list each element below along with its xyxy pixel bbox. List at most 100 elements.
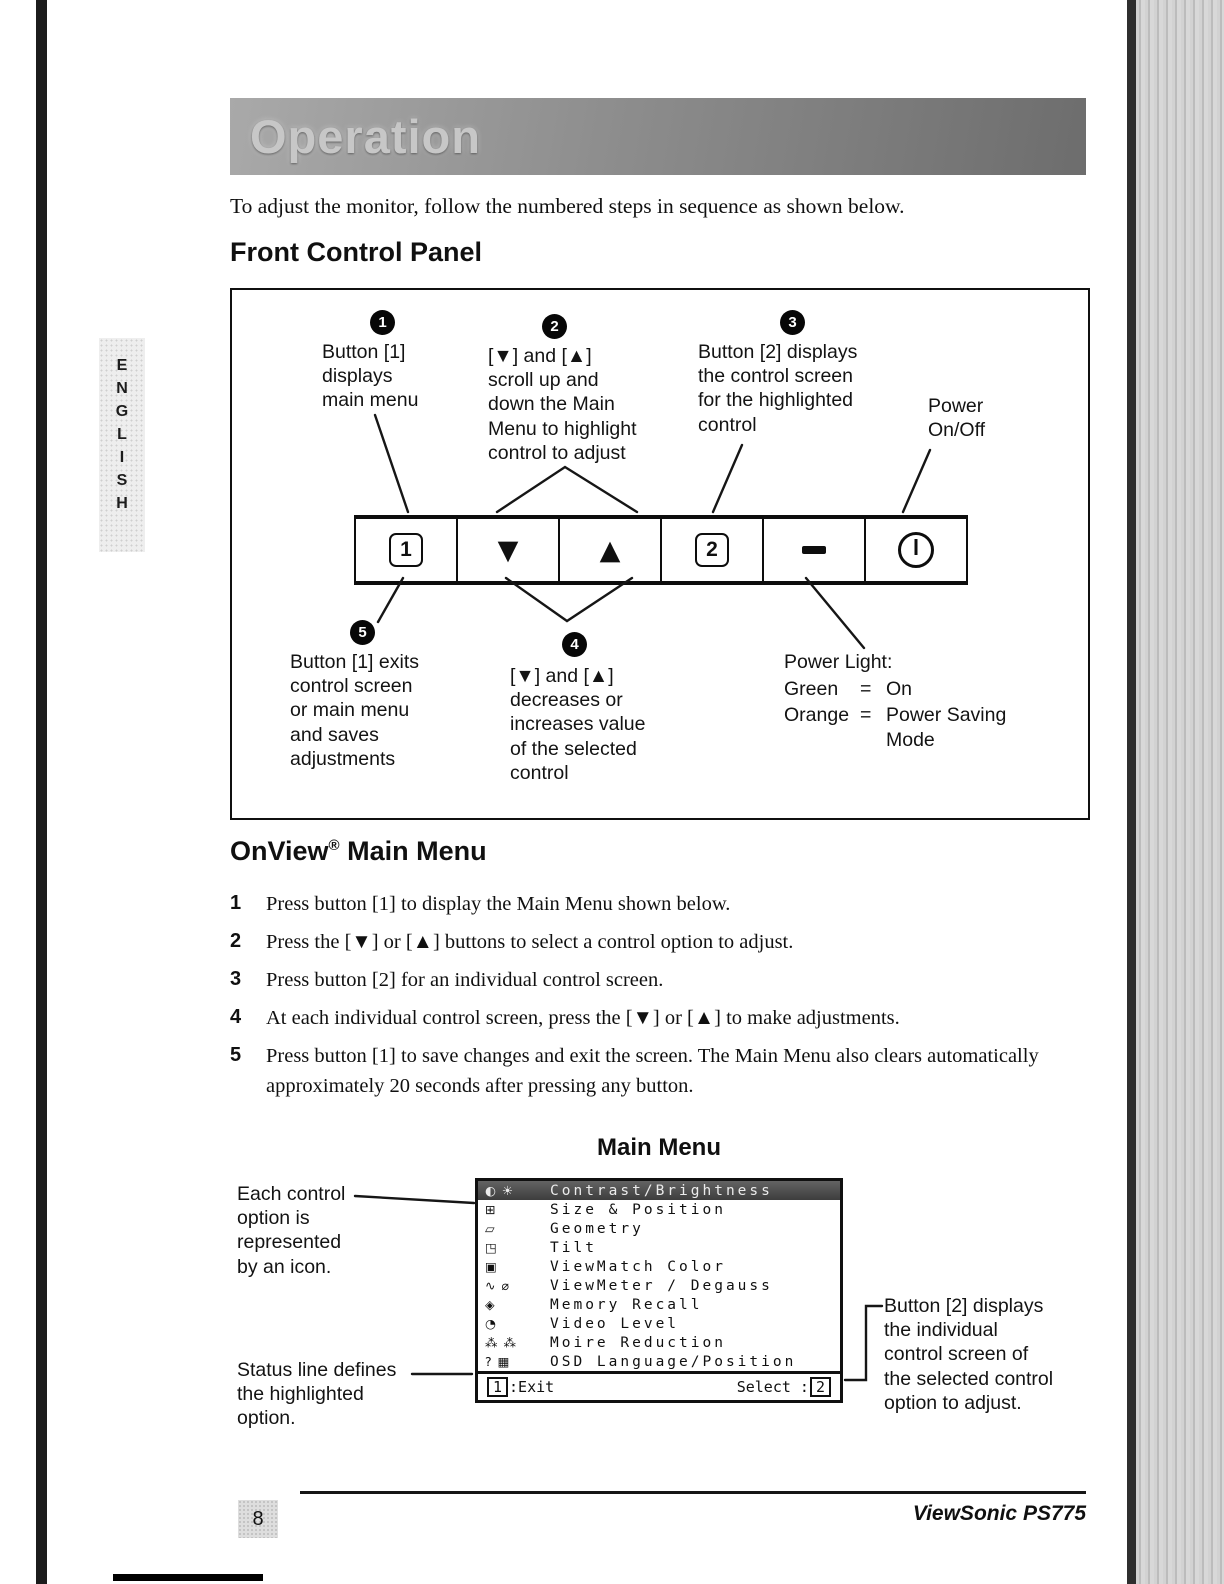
menu-item-label: ViewMatch Color bbox=[550, 1258, 726, 1275]
scan-edge-right bbox=[1127, 0, 1224, 1584]
registered-mark: ® bbox=[328, 837, 340, 854]
up-arrow-icon: ▲ bbox=[599, 534, 621, 566]
onview-heading: OnView® Main Menu bbox=[230, 836, 487, 867]
onview-heading-rest: Main Menu bbox=[339, 836, 487, 866]
scan-edge-left bbox=[36, 0, 47, 1584]
front-control-panel-diagram: 1 Button [1] displays main menu 2 [▼] an… bbox=[230, 288, 1090, 820]
power-light-rows: Green = On Orange = Power Saving Mode bbox=[784, 677, 1084, 752]
front-control-panel-heading: Front Control Panel bbox=[230, 237, 482, 267]
onview-heading-name: OnView bbox=[230, 836, 329, 866]
callout-5-text: Button [1] exits control screen or main … bbox=[290, 651, 419, 770]
section-banner: Operation bbox=[230, 98, 1086, 175]
menu-item-viewmeter-degauss: ∿ ⌀ ViewMeter / Degauss bbox=[478, 1276, 840, 1295]
menu-item-label: Video Level bbox=[550, 1315, 680, 1332]
menu-item-memory-recall: ◈ Memory Recall bbox=[478, 1295, 840, 1314]
power-onoff-icon bbox=[898, 532, 934, 568]
step-1: 1 Press button [1] to display the Main M… bbox=[230, 890, 1092, 919]
footer-brand: ViewSonic PS775 bbox=[912, 1502, 1086, 1525]
language-letter: S bbox=[116, 472, 128, 489]
select-label: Select : bbox=[736, 1378, 809, 1396]
osd-main-menu: ◐ ☀ Contrast/Brightness ⊞ Size & Positio… bbox=[475, 1178, 843, 1403]
power-light-color: Green bbox=[784, 678, 839, 701]
button-1-key-icon: 1 bbox=[389, 533, 423, 567]
video-level-icon: ◔ bbox=[485, 1316, 497, 1331]
icon-annotation: Each control option is represented by an… bbox=[237, 1183, 346, 1278]
callout-3-text: Button [2] displays the control screen f… bbox=[698, 341, 858, 436]
button-2-cell: 2 bbox=[662, 519, 764, 581]
power-light-meaning: On bbox=[886, 678, 913, 701]
power-light-title: Power Light: bbox=[784, 651, 893, 673]
tilt-icon: ◳ bbox=[485, 1240, 498, 1255]
memory-recall-icon: ◈ bbox=[485, 1297, 496, 1312]
osd-status-line: 1:Exit Select :2 bbox=[478, 1371, 840, 1400]
callout-2-badge: 2 bbox=[542, 314, 567, 339]
power-light-bar-icon bbox=[802, 546, 826, 554]
page-number: 8 bbox=[238, 1500, 278, 1538]
language-letter: H bbox=[116, 495, 128, 512]
button-1-cell: 1 bbox=[354, 519, 458, 581]
menu-item-label: OSD Language/Position bbox=[550, 1353, 797, 1370]
step-number: 4 bbox=[230, 1006, 242, 1029]
viewmeter-degauss-icon: ∿ ⌀ bbox=[485, 1278, 510, 1293]
up-button-cell: ▲ bbox=[560, 519, 662, 581]
select-key-icon: 2 bbox=[809, 1377, 831, 1397]
control-strip: 1 ▼ ▲ 2 bbox=[354, 515, 968, 585]
menu-item-size-position: ⊞ Size & Position bbox=[478, 1200, 840, 1219]
exit-key-icon: 1 bbox=[487, 1377, 509, 1397]
menu-item-geometry: ▱ Geometry bbox=[478, 1219, 840, 1238]
callout-3-badge: 3 bbox=[780, 310, 805, 335]
step-text: Press button [2] for an individual contr… bbox=[266, 969, 664, 992]
step-2: 2 Press the [▼] or [▲] buttons to select… bbox=[230, 928, 1092, 957]
menu-item-video-level: ◔ Video Level bbox=[478, 1314, 840, 1333]
status-line-annotation: Status line defines the highlighted opti… bbox=[237, 1359, 397, 1430]
menu-item-contrast-brightness: ◐ ☀ Contrast/Brightness bbox=[478, 1181, 840, 1200]
equals-sign: = bbox=[860, 678, 872, 701]
viewmatch-color-icon: ▣ bbox=[485, 1259, 498, 1274]
step-3: 3 Press button [2] for an individual con… bbox=[230, 966, 1092, 995]
step-text: Press button [1] to save changes and exi… bbox=[266, 1045, 1039, 1097]
menu-item-moire-reduction: ⁂ ⁂ Moire Reduction bbox=[478, 1333, 840, 1352]
power-button-cell bbox=[866, 519, 968, 581]
osd-language-icon: ? ▦ bbox=[485, 1354, 511, 1369]
step-text: At each individual control screen, press… bbox=[266, 1007, 900, 1030]
exit-hint: 1:Exit bbox=[486, 1377, 554, 1397]
language-letter: N bbox=[116, 380, 128, 397]
language-letter: I bbox=[119, 449, 125, 466]
step-text: Press the [▼] or [▲] buttons to select a… bbox=[266, 931, 794, 954]
language-letter: E bbox=[116, 357, 128, 374]
menu-item-label: Tilt bbox=[550, 1239, 597, 1256]
select-hint: Select :2 bbox=[737, 1377, 832, 1397]
step-text: Press button [1] to display the Main Men… bbox=[266, 893, 731, 915]
callout-1-badge: 1 bbox=[370, 310, 395, 335]
menu-item-viewmatch-color: ▣ ViewMatch Color bbox=[478, 1257, 840, 1276]
moire-reduction-icon: ⁂ ⁂ bbox=[485, 1335, 517, 1350]
power-onoff-label: Power On/Off bbox=[928, 395, 986, 442]
callout-2-text: [▼] and [▲] scroll up and down the Main … bbox=[488, 345, 637, 464]
exit-label: :Exit bbox=[509, 1378, 555, 1396]
step-number: 3 bbox=[230, 968, 242, 991]
down-button-cell: ▼ bbox=[458, 519, 560, 581]
language-letter: L bbox=[117, 426, 127, 443]
power-light-cell bbox=[764, 519, 866, 581]
step-number: 2 bbox=[230, 930, 242, 953]
intro-text: To adjust the monitor, follow the number… bbox=[230, 194, 905, 218]
menu-item-tilt: ◳ Tilt bbox=[478, 1238, 840, 1257]
scan-bottom-mark bbox=[113, 1574, 263, 1581]
menu-item-label: Size & Position bbox=[550, 1201, 726, 1218]
menu-item-label: Memory Recall bbox=[550, 1296, 703, 1313]
footer-rule bbox=[300, 1491, 1086, 1494]
equals-sign: = bbox=[860, 704, 872, 727]
menu-item-label: ViewMeter / Degauss bbox=[550, 1277, 773, 1294]
step-number: 1 bbox=[230, 892, 242, 914]
power-light-meaning: Power Saving Mode bbox=[886, 704, 1007, 751]
button-2-key-icon: 2 bbox=[695, 533, 729, 567]
callout-4-text: [▼] and [▲] decreases or increases value… bbox=[510, 665, 646, 784]
section-title: Operation bbox=[250, 110, 481, 163]
menu-item-osd-language-position: ? ▦ OSD Language/Position bbox=[478, 1352, 840, 1371]
callout-5-badge: 5 bbox=[350, 620, 375, 645]
language-tab-english: E N G L I S H bbox=[99, 338, 145, 552]
callout-4-badge: 4 bbox=[562, 632, 587, 657]
geometry-icon: ▱ bbox=[485, 1221, 496, 1236]
menu-item-label: Geometry bbox=[550, 1220, 644, 1237]
